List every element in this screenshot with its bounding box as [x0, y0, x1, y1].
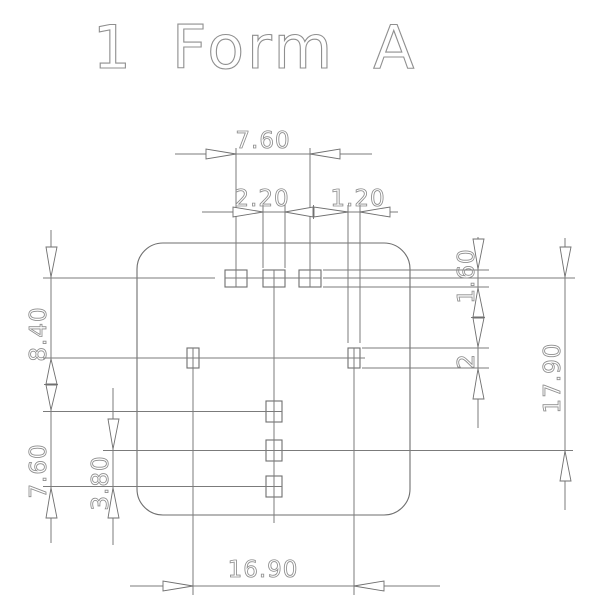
dim-label-left-lower: 7.60: [26, 443, 52, 498]
drawing-title: 1 Form A: [93, 13, 418, 83]
dim-label-right-pad-height: 1.60: [454, 248, 480, 303]
dim-label-left-upper: 8.40: [26, 306, 52, 361]
construction-lines: [43, 148, 575, 595]
dim-label-top-pad-width: 2.20: [234, 186, 289, 212]
dim-label-left-inner: 3.80: [88, 455, 114, 510]
dim-label-top-span: 7.60: [235, 128, 290, 154]
dim-label-bottom-span: 16.90: [228, 557, 299, 583]
dim-label-right-mid-pad-height: 2: [454, 353, 480, 369]
dimension-lines: [44, 153, 566, 587]
dim-label-top-small-pad-width: 1.20: [330, 186, 385, 212]
dimension-arrowheads: [45, 148, 572, 592]
dim-label-right-overall: 17.90: [540, 343, 566, 414]
